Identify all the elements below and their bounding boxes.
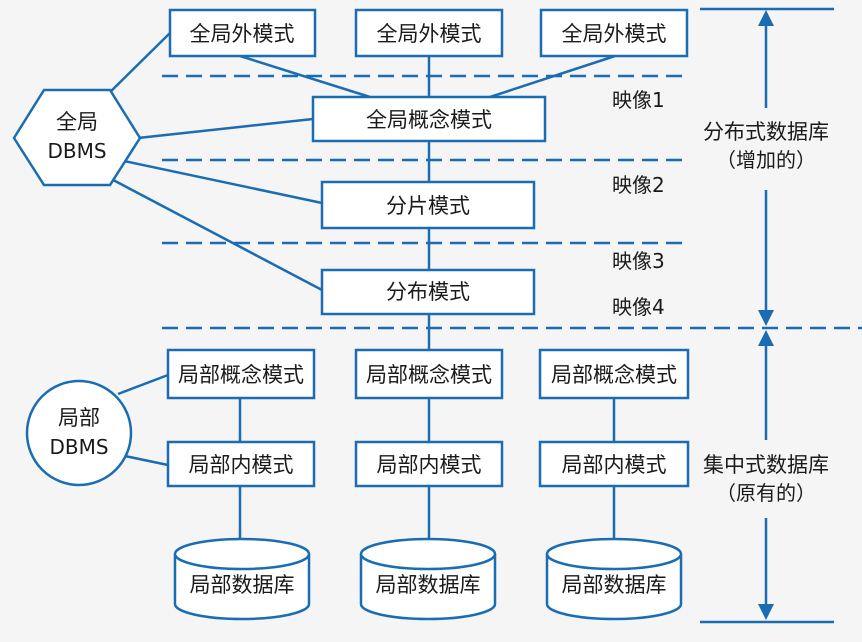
mapping-label-3: 映像3 — [612, 249, 665, 273]
database-icon — [359, 554, 497, 621]
global-external-schema-label: 全局外模式 — [562, 22, 667, 46]
mapping-label-2: 映像2 — [612, 173, 665, 197]
local-database-cylinder: 局部数据库 — [173, 537, 311, 621]
connectors — [97, 32, 616, 540]
global-conceptual-schema-label: 全局概念模式 — [366, 108, 492, 132]
fragmentation-schema: 分片模式 — [320, 180, 536, 230]
local-dbms-label-line1: 局部 — [58, 406, 100, 430]
local-database-cylinder: 局部数据库 — [359, 537, 497, 621]
global-dbms: 全局 DBMS — [12, 88, 142, 187]
allocation-schema: 分布模式 — [320, 268, 536, 316]
connector-dbms-frag — [109, 156, 323, 205]
local-internal-schema-label: 局部内模式 — [562, 453, 667, 477]
arrow-down-icon — [758, 604, 774, 620]
global-external-schema-box — [168, 8, 317, 58]
distributed-db-label: 分布式数据库 （增加的） — [703, 120, 829, 172]
allocation-schema-box — [320, 268, 536, 316]
mapping-label-1: 映像1 — [612, 88, 665, 112]
local-dbms-label-line2: DBMS — [49, 435, 108, 459]
local-internal-schema-box — [538, 440, 690, 488]
local-conceptual-schema-label: 局部概念模式 — [178, 363, 304, 387]
connector-dbms-concept — [137, 117, 314, 140]
global-external-schema-label: 全局外模式 — [190, 22, 295, 46]
arrow-down-icon — [758, 310, 774, 326]
local-internal-schema-label: 局部内模式 — [189, 453, 294, 477]
mapping-label-4: 映像4 — [612, 295, 665, 319]
local-conceptual-schema-box — [354, 348, 504, 400]
allocation-schema-label: 分布模式 — [386, 280, 470, 304]
database-icon-top — [545, 537, 683, 571]
fragmentation-schema-box — [320, 180, 536, 230]
connector-ldbms-lc1 — [117, 373, 169, 396]
local-database-label: 局部数据库 — [190, 573, 295, 597]
local-conceptual-schema-label: 局部概念模式 — [366, 363, 492, 387]
local-databases: 局部数据库 局部数据库 局部数据库 — [173, 537, 683, 621]
local-internal-schema-box — [166, 440, 316, 488]
local-database-label: 局部数据库 — [562, 573, 667, 597]
local-database-cylinder: 局部数据库 — [545, 537, 683, 621]
local-conceptual-schemas: 局部概念模式 局部概念模式 局部概念模式 — [166, 348, 690, 400]
global-external-schema-label: 全局外模式 — [377, 22, 482, 46]
global-conceptual-schema-box — [311, 95, 547, 143]
centralized-db-label: 集中式数据库 （原有的） — [703, 453, 829, 505]
mapping-labels: 映像1 映像2 映像3 映像4 — [612, 88, 665, 319]
connector-dbms-alloc — [97, 170, 323, 292]
global-dbms-label-line2: DBMS — [47, 139, 106, 163]
local-conceptual-schema-box — [538, 348, 690, 400]
connector-ext1-concept — [239, 54, 371, 99]
global-dbms-hexagon — [12, 88, 142, 187]
global-external-schema-box — [354, 8, 504, 58]
database-icon — [173, 554, 311, 621]
global-conceptual-schema: 全局概念模式 — [311, 95, 547, 143]
fragmentation-schema-label: 分片模式 — [386, 194, 470, 218]
local-dbms: 局部 DBMS — [25, 379, 133, 487]
connector-ldbms-li1 — [119, 453, 169, 467]
local-conceptual-schema-box — [166, 348, 316, 400]
centralized-db-label-line2: （原有的） — [716, 481, 816, 505]
global-external-schemas: 全局外模式 全局外模式 全局外模式 — [168, 8, 689, 58]
arrow-up-icon — [758, 330, 774, 346]
global-dbms-label-line1: 全局 — [56, 110, 98, 134]
arrow-up-icon — [758, 10, 774, 26]
local-dbms-circle — [25, 379, 133, 487]
database-icon-top — [173, 537, 311, 571]
local-conceptual-schema-label: 局部概念模式 — [551, 363, 677, 387]
local-database-label: 局部数据库 — [376, 573, 481, 597]
local-internal-schemas: 局部内模式 局部内模式 局部内模式 — [166, 440, 690, 488]
distributed-db-label-line1: 分布式数据库 — [703, 120, 829, 144]
database-icon — [545, 554, 683, 621]
span-arrowheads — [758, 10, 774, 620]
mapping-separators — [162, 74, 862, 330]
distributed-db-label-line2: （增加的） — [716, 148, 816, 172]
local-internal-schema-label: 局部内模式 — [377, 453, 482, 477]
global-external-schema-box — [539, 8, 689, 58]
span-indicators — [700, 7, 834, 624]
local-internal-schema-box — [354, 440, 504, 488]
centralized-db-label-line1: 集中式数据库 — [703, 453, 829, 477]
database-icon-top — [359, 537, 497, 571]
